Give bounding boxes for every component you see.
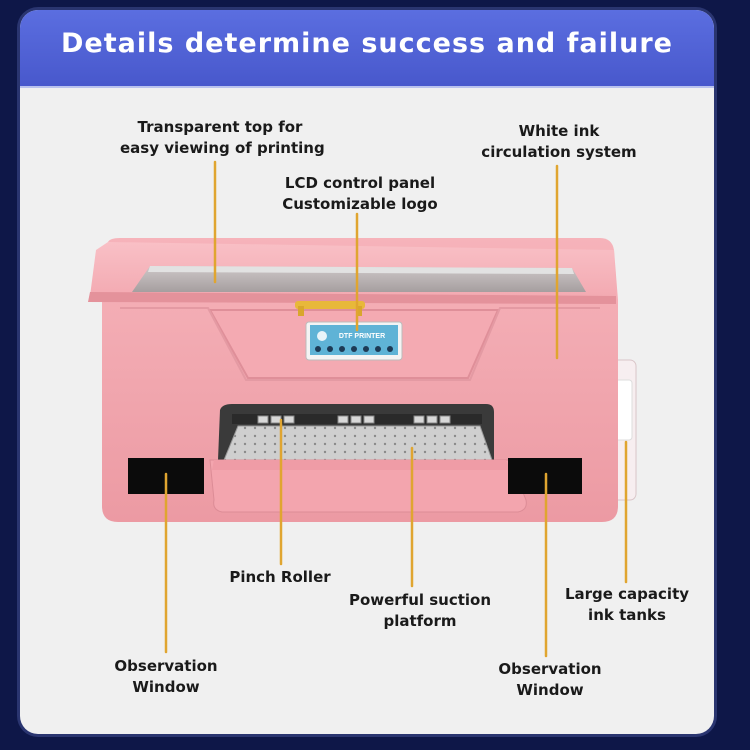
lcd-panel: DTF PRINTER <box>305 321 403 361</box>
label-transparent-top: Transparent top for easy viewing of prin… <box>120 117 325 159</box>
label-suction-platform-line1: Powerful suction <box>348 591 492 609</box>
label-observation-left: Observation Window <box>106 656 226 698</box>
label-transparent-top-line1: Transparent top for <box>137 118 303 136</box>
handle-post-left <box>298 306 304 316</box>
label-observation-right-line2: Window <box>516 681 584 699</box>
handle-post-right <box>356 306 362 316</box>
label-lcd-panel-line2: Customizable logo <box>282 195 438 213</box>
label-pinch-roller-line1: Pinch Roller <box>229 568 331 586</box>
label-suction-platform-line2: platform <box>383 612 457 630</box>
label-lcd-panel-line1: LCD control panel <box>284 174 436 192</box>
lid-handle <box>295 301 365 309</box>
transparent-top-window <box>132 266 586 292</box>
label-ink-tanks: Large capacity ink tanks <box>557 584 697 626</box>
label-transparent-top-line2: easy viewing of printing <box>120 139 325 157</box>
label-white-ink-line2: circulation system <box>481 143 637 161</box>
label-white-ink-line1: White ink <box>518 122 600 140</box>
label-pinch-roller: Pinch Roller <box>220 567 340 588</box>
banner-title: Details determine success and failure <box>61 28 673 59</box>
output-tray <box>209 459 527 513</box>
suction-platform <box>223 425 493 461</box>
label-white-ink: White ink circulation system <box>478 121 640 163</box>
title-banner: Details determine success and failure <box>20 10 714 88</box>
label-observation-right-line1: Observation <box>498 660 602 678</box>
lcd-panel-text: DTF PRINTER <box>339 333 385 340</box>
label-ink-tanks-line1: Large capacity <box>564 585 690 603</box>
label-observation-left-line2: Window <box>132 678 200 696</box>
label-observation-left-line1: Observation <box>114 657 218 675</box>
callout-lines <box>164 160 628 658</box>
label-suction-platform: Powerful suction platform <box>340 590 500 632</box>
lcd-buttons <box>315 346 393 352</box>
label-lcd-panel: LCD control panel Customizable logo <box>270 173 450 215</box>
label-ink-tanks-line2: ink tanks <box>588 606 666 624</box>
pinch-rollers <box>257 415 451 424</box>
label-observation-right: Observation Window <box>490 659 610 701</box>
